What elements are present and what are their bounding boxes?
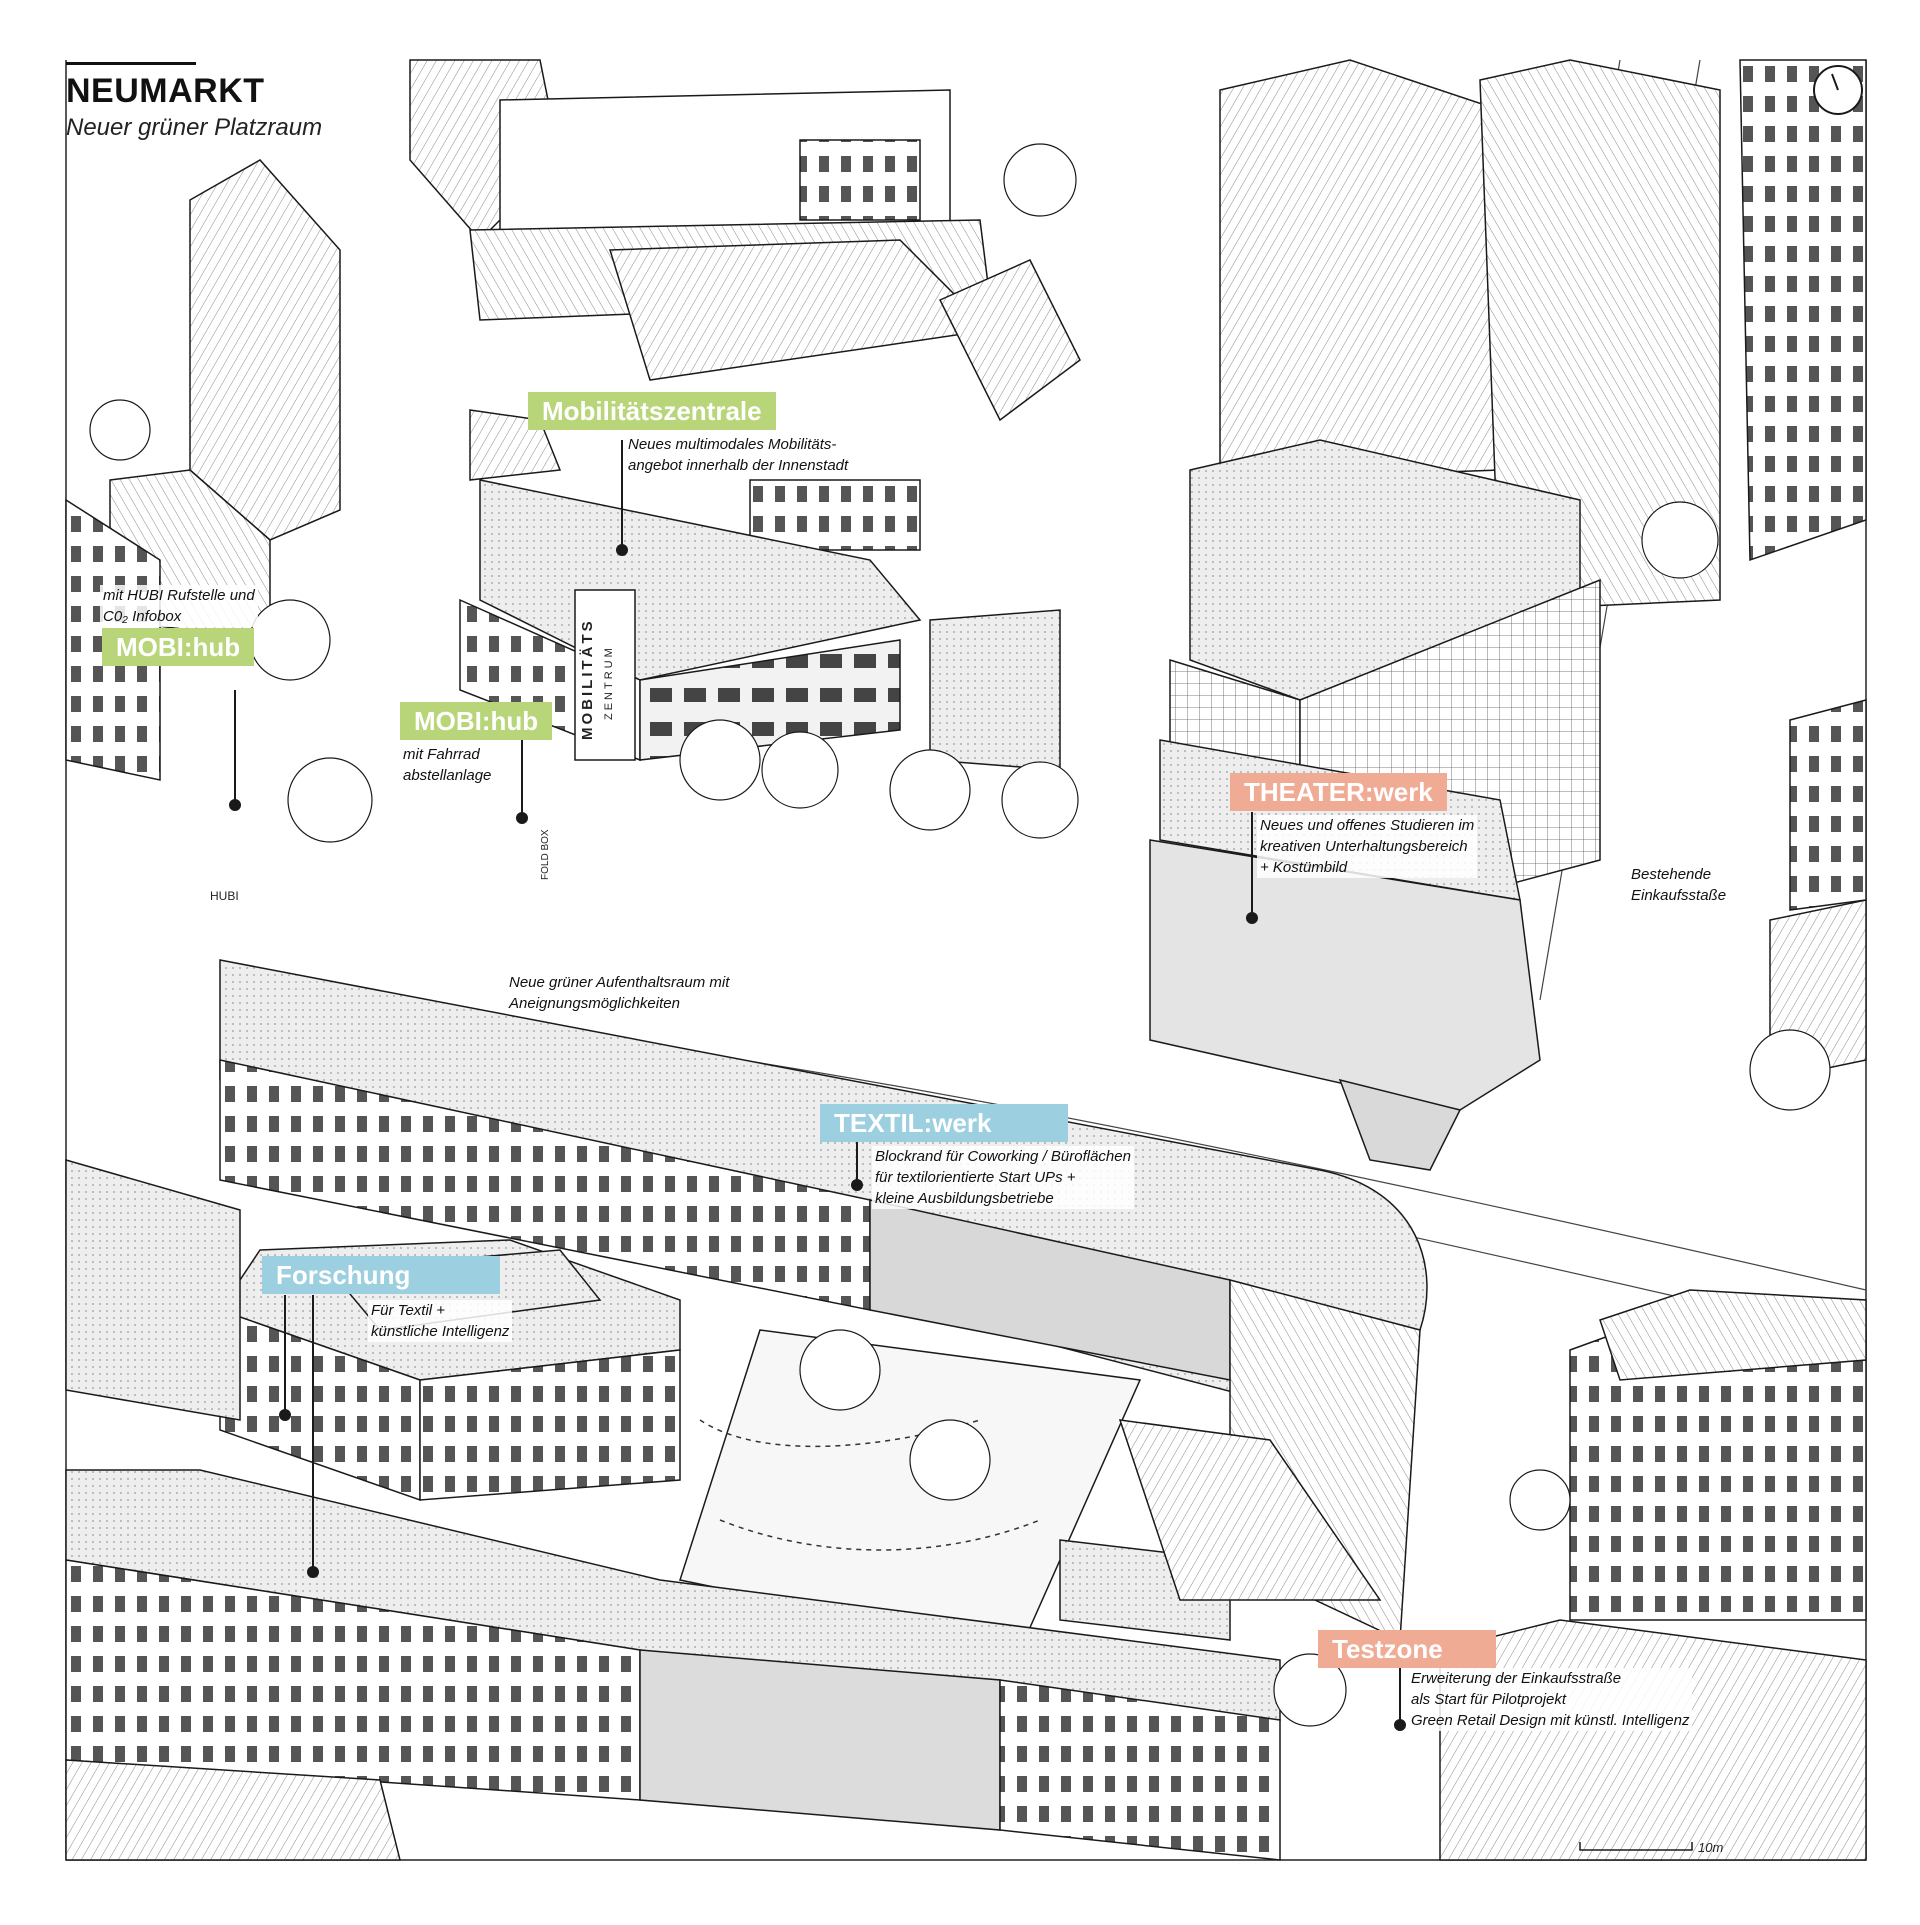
note-line: künstliche Intelligenz — [368, 1321, 513, 1342]
note-theater-werk: Neues und offenes Studieren im kreativen… — [1257, 815, 1478, 878]
note-line: Green Retail Design mit künstl. Intellig… — [1408, 1710, 1693, 1731]
note-line: Aneignungsmöglichkeiten — [506, 993, 733, 1014]
building-textil-werk — [219, 959, 1428, 1642]
fold-box-sign: FOLD BOX — [540, 829, 551, 880]
note-line: als Start für Pilotprojekt — [1408, 1689, 1693, 1710]
note-textil-werk: Blockrand für Coworking / Büroflächen fü… — [872, 1146, 1134, 1209]
trees — [89, 143, 1831, 1727]
note-mobilitaetszentrale: Neues multimodales Mobilitäts- angebot i… — [625, 434, 852, 476]
note-einkaufsstrasse: Bestehende Einkaufsstaße — [1628, 864, 1730, 906]
page-title: NEUMARKT — [66, 72, 265, 110]
building-topleft — [65, 159, 341, 781]
tag-mobi-hub-2: MOBI:hub — [400, 702, 553, 740]
note-line: angebot innerhalb der Innenstadt — [625, 455, 852, 476]
note-mobi-hub-1: mit HUBI Rufstelle und C0₂ Infobox — [100, 585, 258, 627]
page-subtitle: Neuer grüner Platzraum — [66, 114, 323, 141]
tag-forschung: Forschung — [262, 1256, 500, 1294]
title-rule — [66, 62, 196, 65]
note-line: Bestehende — [1628, 864, 1730, 885]
leader-lines — [229, 440, 1406, 1731]
note-line: kreativen Unterhaltungsbereich — [1257, 836, 1478, 857]
tag-testzone: Testzone — [1318, 1630, 1496, 1668]
building-top-center — [409, 59, 1081, 551]
hubi-sign: HUBI — [210, 889, 239, 903]
building-bottom — [65, 1469, 1281, 1861]
note-line: mit Fahrrad — [400, 744, 495, 765]
note-line: Einkaufsstaße — [1628, 885, 1730, 906]
buildings-right — [1439, 699, 1867, 1861]
note-aufenthaltsraum: Neue grüner Aufenthaltsraum mit Aneignun… — [506, 972, 733, 1014]
tag-mobilitaetszentrale: Mobilitätszentrale — [528, 392, 776, 430]
note-line: Neues multimodales Mobilitäts- — [625, 434, 852, 455]
tag-mobi-hub-1: MOBI:hub — [102, 628, 255, 666]
scale-bar — [1579, 1842, 1693, 1851]
note-line: Blockrand für Coworking / Büroflächen — [872, 1146, 1134, 1167]
note-line: Erweiterung der Einkaufsstraße — [1408, 1668, 1693, 1689]
tag-theater-werk: THEATER:werk — [1230, 773, 1447, 811]
note-line: für textilorientierte Start UPs + — [872, 1167, 1134, 1188]
note-line: Neues und offenes Studieren im — [1257, 815, 1478, 836]
building-sign-zentrum: ZENTRUM — [603, 645, 615, 720]
note-line: Neue grüner Aufenthaltsraum mit — [506, 972, 733, 993]
building-testzone — [1059, 1419, 1382, 1641]
note-line: Für Textil + — [368, 1300, 513, 1321]
note-line: C0₂ Infobox — [100, 606, 258, 627]
note-line: + Kostümbild — [1257, 857, 1478, 878]
note-line: mit HUBI Rufstelle und — [100, 585, 258, 606]
note-line: kleine Ausbildungsbetriebe — [872, 1188, 1134, 1209]
note-line: abstellanlage — [400, 765, 495, 786]
note-testzone: Erweiterung der Einkaufsstraße als Start… — [1408, 1668, 1693, 1731]
note-mobi-hub-2: mit Fahrrad abstellanlage — [400, 744, 495, 786]
note-forschung: Für Textil + künstliche Intelligenz — [368, 1300, 513, 1342]
clock-icon — [1813, 65, 1863, 115]
buildings-top-right — [1219, 59, 1867, 611]
tag-textil-werk: TEXTIL:werk — [820, 1104, 1068, 1142]
building-sign-mobilitaet: MOBILITÄTS — [579, 618, 596, 740]
scale-label: 10m — [1698, 1840, 1724, 1855]
